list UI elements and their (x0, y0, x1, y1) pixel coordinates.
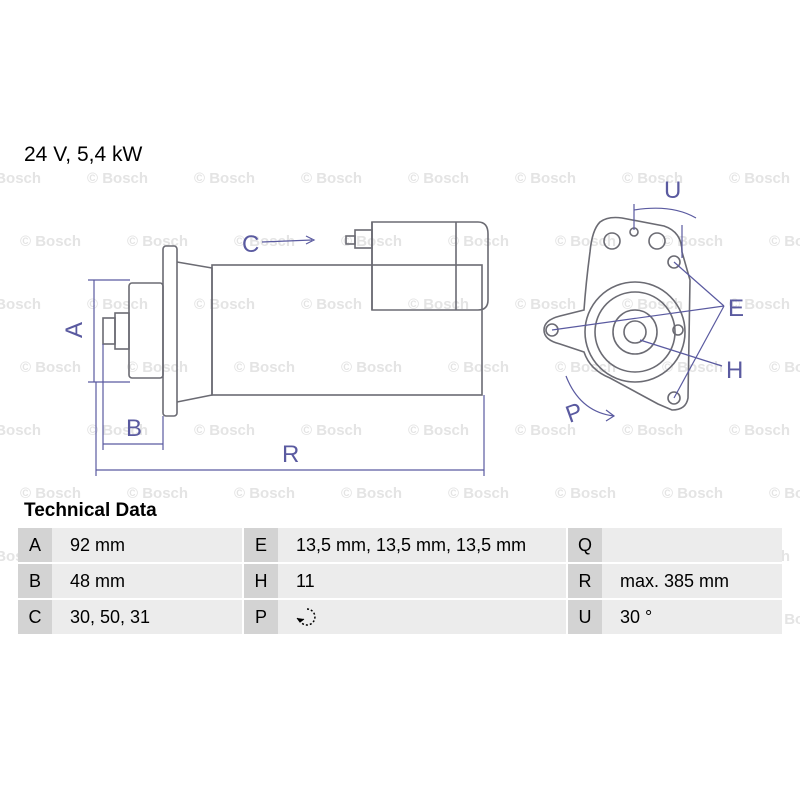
bolt-hole (667, 391, 681, 405)
clockwise-rotation-icon (296, 608, 316, 626)
label-H: H (726, 357, 743, 384)
table-value: max. 385 mm (602, 563, 782, 600)
table-key: C (18, 599, 52, 636)
bolt-hole (667, 255, 681, 269)
table-value: 30 ° (602, 599, 782, 636)
mounting-flange (162, 245, 178, 417)
label-E: E (728, 295, 744, 322)
solenoid-terminal-tip (345, 235, 356, 245)
motor-body (211, 264, 483, 396)
table-value (278, 599, 567, 636)
table-value: 92 mm (52, 528, 243, 564)
table-row: B 48 mm H 11 R max. 385 mm (18, 563, 782, 600)
solenoid (371, 221, 489, 311)
table-row: A 92 mm E 13,5 mm, 13,5 mm, 13,5 mm Q (18, 528, 782, 564)
table-key: P (242, 599, 278, 636)
label-A: A (61, 322, 88, 338)
table-key: R (566, 563, 602, 600)
front-housing (543, 216, 691, 411)
table-key: A (18, 528, 52, 564)
pinion-gear (102, 317, 116, 345)
table-row: C 30, 50, 31 P U 30 ° (18, 599, 782, 636)
bolt-hole (648, 232, 666, 250)
pinion-face (612, 309, 658, 355)
label-R: R (282, 441, 299, 468)
table-value (602, 528, 782, 564)
table-key: E (242, 528, 278, 564)
technical-data-table: A 92 mm E 13,5 mm, 13,5 mm, 13,5 mm Q B … (18, 528, 782, 636)
front-collar-outer (584, 281, 686, 383)
table-value: 13,5 mm, 13,5 mm, 13,5 mm (278, 528, 567, 564)
flange-taper (176, 261, 213, 403)
technical-data-title: Technical Data (24, 500, 157, 521)
table-value: 48 mm (52, 563, 243, 600)
drive-end-nose (128, 282, 164, 379)
front-collar-inner (594, 291, 676, 373)
page-title: 24 V, 5,4 kW (24, 143, 143, 166)
label-C: C (242, 231, 259, 258)
bolt-hole (545, 323, 559, 337)
table-key: Q (566, 528, 602, 564)
starter-motor-drawing: A B C R U E H P (61, 177, 744, 476)
solenoid-terminal (354, 229, 373, 249)
pinion-shaft (114, 312, 130, 350)
table-key: U (566, 599, 602, 636)
bolt-hole (672, 324, 684, 336)
table-key: B (18, 563, 52, 600)
table-value: 30, 50, 31 (52, 599, 243, 636)
label-U: U (664, 177, 681, 204)
table-value: 11 (278, 563, 567, 600)
bolt-hole (603, 232, 621, 250)
table-key: H (242, 563, 278, 600)
label-B: B (126, 415, 142, 442)
